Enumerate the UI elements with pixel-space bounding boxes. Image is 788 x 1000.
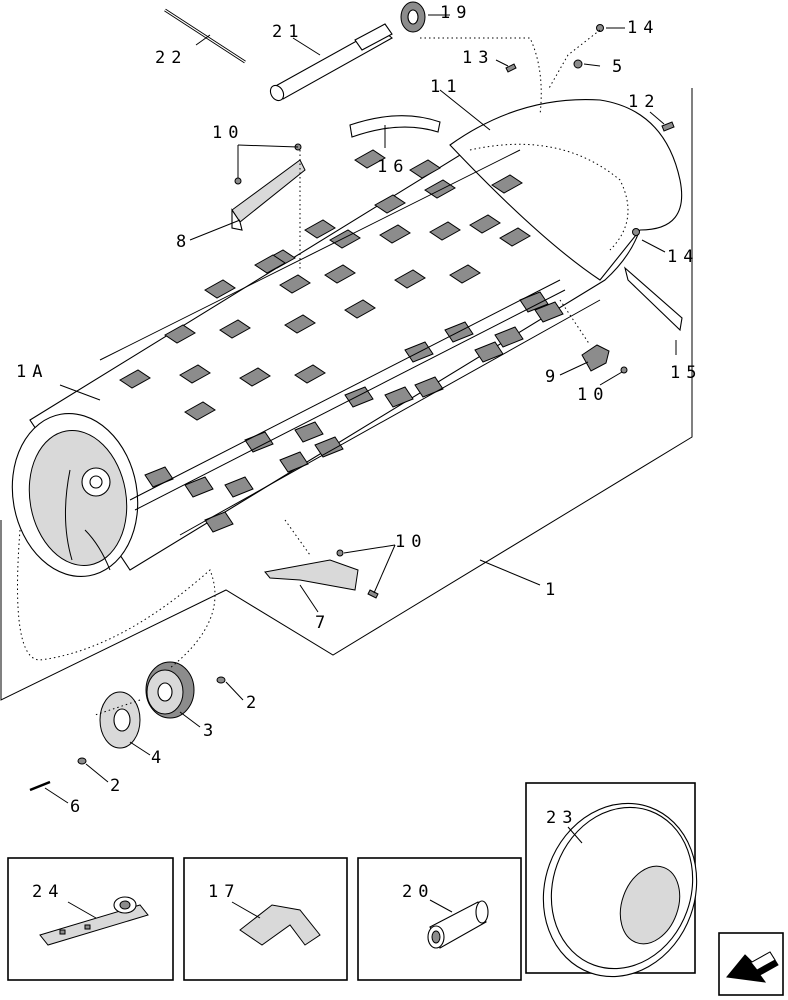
callout-10-top: 10: [212, 123, 244, 143]
callout-20: 20: [402, 882, 434, 902]
part-hardware-top: [505, 24, 675, 236]
leader-lines: [44, 14, 677, 804]
assembly-frame: [0, 88, 693, 701]
part-22-rod: [164, 8, 246, 64]
rotor-drum: [11, 99, 683, 578]
callout-22: 22: [155, 48, 187, 68]
part-16-plate: [349, 115, 441, 138]
callout-5: 5: [612, 57, 628, 77]
inset-23: 23: [525, 782, 698, 978]
inset-20: 20: [357, 857, 522, 981]
callout-6: 6: [70, 797, 86, 817]
callout-1A: 1A: [16, 362, 48, 382]
part-15-strip: [624, 266, 683, 332]
callout-19: 19: [440, 3, 472, 23]
inset-24: 24: [7, 857, 174, 981]
callout-14-right: 14: [667, 247, 699, 267]
callout-10-right: 10: [577, 385, 609, 405]
callout-labels: 22 21 19 14 13 5 11 12 10 16 8 14 1A 9 1…: [16, 3, 702, 817]
part-9-bracket: [581, 344, 628, 374]
assembly-lines: [17, 29, 601, 716]
callout-23: 23: [546, 808, 578, 828]
part-21-shaft: [269, 23, 393, 102]
callout-15: 15: [670, 363, 702, 383]
part-4-flange: [99, 691, 141, 749]
callout-10-bottom: 10: [395, 532, 427, 552]
part-3-hub: [145, 661, 195, 719]
previous-arrow-icon[interactable]: [718, 932, 784, 996]
callout-3: 3: [203, 721, 219, 741]
rotor-paddles: [119, 149, 531, 421]
callout-1: 1: [545, 580, 561, 600]
callout-8: 8: [176, 232, 192, 252]
part-2-6-hardware: [29, 676, 226, 792]
callout-7: 7: [315, 613, 331, 633]
part-8-bracket: [231, 143, 306, 231]
callout-2-upper: 2: [246, 693, 262, 713]
inset-17: 17: [183, 857, 348, 981]
callout-12: 12: [628, 92, 660, 112]
callout-11: 11: [430, 77, 462, 97]
callout-16: 16: [377, 157, 409, 177]
callout-4: 4: [151, 748, 167, 768]
callout-14-top: 14: [627, 18, 659, 38]
part-19-seal: [400, 1, 426, 33]
callout-9: 9: [545, 367, 561, 387]
part-7-bracket: [264, 549, 379, 599]
callout-13: 13: [462, 48, 494, 68]
callout-2-lower: 2: [110, 776, 126, 796]
callout-17: 17: [208, 882, 240, 902]
callout-21: 21: [272, 22, 304, 42]
callout-24: 24: [32, 882, 64, 902]
